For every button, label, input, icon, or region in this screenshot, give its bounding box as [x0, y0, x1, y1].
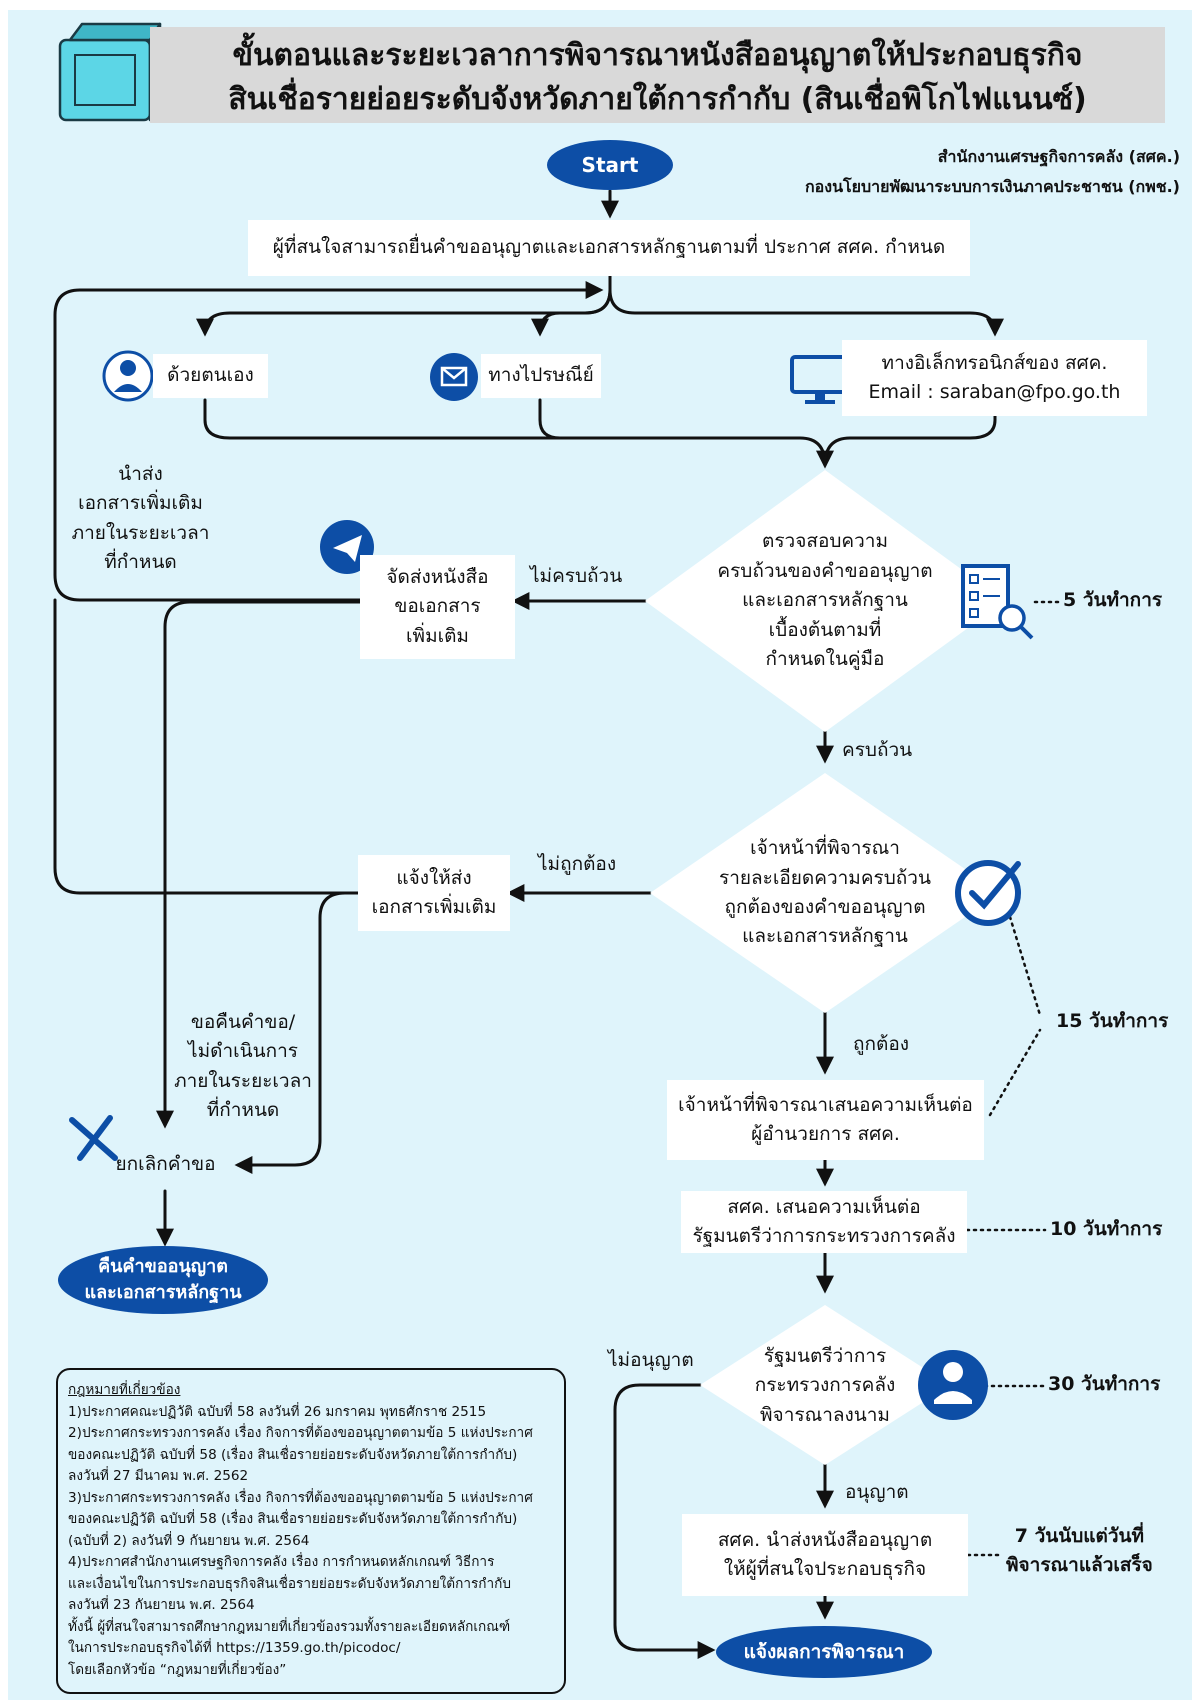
approved-label: อนุญาต — [845, 1481, 909, 1503]
incomplete-label: ไม่ครบถ้วน — [530, 565, 623, 587]
title-line-2: สินเชื่อรายย่อยระดับจังหวัดภายใต้การกำกั… — [228, 82, 1087, 117]
law-line: ของคณะปฏิวัติ ฉบับที่ 58 (เรื่อง สินเชื่… — [68, 1511, 518, 1527]
fpo-propose-line: รัฐมนตรีว่าการกระทรวงการคลัง — [692, 1225, 956, 1247]
law-line: โดยเลือกหัวข้อ “กฎหมายที่เกี่ยวข้อง” — [68, 1661, 287, 1678]
withdraw-line: ที่กำหนด — [206, 1099, 280, 1122]
withdraw-note: ขอคืนคำขอ/ ไม่ดำเนินการ ภายในระยะเวลา ที… — [168, 1008, 318, 1126]
correct-label: ถูกต้อง — [853, 1033, 910, 1055]
submit-more-line: เอกสารเพิ่มเติม — [78, 492, 203, 515]
user-icon — [102, 350, 154, 402]
request-docs-line: เพิ่มเติม — [406, 624, 469, 647]
law-line: ในการประกอบธุรกิจได้ที่ https://1359.go.… — [68, 1640, 401, 1656]
submit-step: ผู้ที่สนใจสามารถยื่นคำขออนุญาตและเอกสารห… — [248, 220, 970, 276]
law-line: (ฉบับที่ 2) ลงวันที่ 9 กันยายน พ.ศ. 2564 — [68, 1532, 310, 1549]
org-line-2: กองนโยบายพัฒนาระบบการเงินภาคประชาชน (กพช… — [804, 177, 1180, 196]
request-docs-box: จัดส่งหนังสือ ขอเอกสาร เพิ่มเติม — [360, 555, 515, 659]
law-line: ทั้งนี้ ผู้ที่สนใจสามารถศึกษากฎหมายที่เก… — [68, 1618, 511, 1635]
completeness-line: เบื้องต้นตามที่ — [768, 618, 882, 641]
fpo-propose-box: สศค. เสนอความเห็นต่อ รัฐมนตรีว่าการกระทร… — [681, 1191, 967, 1253]
title-band — [150, 27, 1165, 123]
completeness-diamond — [645, 470, 1005, 732]
law-line: 4)ประกาศสำนักงานเศรษฐกิจการคลัง เรื่อง ก… — [68, 1554, 495, 1570]
start-node: Start — [547, 140, 673, 190]
review-line: เจ้าหน้าที่พิจารณา — [750, 837, 900, 860]
officer-propose-line: ผู้อำนวยการ สศค. — [751, 1123, 900, 1145]
cancel-request: ยกเลิกคำขอ — [115, 1153, 216, 1176]
incorrect-label: ไม่ถูกต้อง — [538, 853, 617, 875]
review-line: ถูกต้องของคำขออนุญาต — [724, 896, 926, 918]
notify-docs-line: เอกสารเพิ่มเติม — [371, 896, 497, 918]
send-license-duration: 7 วันนับแต่วันที่ พิจารณาแล้วเสร็จ — [1006, 1522, 1153, 1581]
minister-diamond — [700, 1305, 950, 1465]
review-diamond — [650, 773, 1000, 1013]
request-docs-line: ขอเอกสาร — [394, 595, 481, 618]
return-docs-line: และเอกสารหลักฐาน — [84, 1282, 242, 1303]
law-line: 3)ประกาศกระทรวงการคลัง เรื่อง กิจการที่ต… — [68, 1489, 533, 1506]
minister-sign-text: รัฐมนตรีว่าการ กระทรวงการคลัง พิจารณาลงน… — [735, 1340, 915, 1432]
submit-more-line: ภายในระยะเวลา — [71, 521, 210, 544]
fpo-propose-duration: 10 วันทำการ — [1050, 1218, 1163, 1240]
cancel-x-icon — [69, 1115, 118, 1161]
return-docs-node: คืนคำขออนุญาต และเอกสารหลักฐาน — [58, 1246, 268, 1314]
channel-electronic-line1: ทางอิเล็กทรอนิกส์ของ สศค. — [881, 351, 1108, 374]
book-icon — [58, 22, 162, 122]
laws-box: กฎหมายที่เกี่ยวข้อง 1)ประกาศคณะปฏิวัติ ฉ… — [56, 1368, 566, 1694]
law-line: 2)ประกาศกระทรวงการคลัง เรื่อง กิจการที่ต… — [68, 1425, 533, 1441]
monitor-icon — [790, 355, 850, 404]
send-license-line: สศค. นำส่งหนังสืออนุญาต — [717, 1528, 933, 1551]
notify-result-node: แจ้งผลการพิจารณา — [716, 1626, 932, 1678]
channel-electronic: ทางอิเล็กทรอนิกส์ของ สศค. Email : saraba… — [842, 340, 1147, 416]
completeness-line: ตรวจสอบความ — [762, 530, 888, 553]
law-line: 1)ประกาศคณะปฏิวัติ ฉบับที่ 58 ลงวันที่ 2… — [68, 1403, 487, 1420]
title-line-1: ขั้นตอนและระยะเวลาการพิจารณาหนังสืออนุญา… — [232, 38, 1083, 73]
review-line: รายละเอียดความครบถ้วน — [719, 866, 931, 889]
org-line-1: สำนักงานเศรษฐกิจการคลัง (สศค.) — [937, 147, 1180, 166]
completeness-line: กำหนดในคู่มือ — [765, 648, 885, 671]
send-license-box: สศค. นำส่งหนังสืออนุญาต ให้ผู้ที่สนใจประ… — [682, 1514, 968, 1596]
law-line: ลงวันที่ 27 มีนาคม พ.ศ. 2562 — [68, 1468, 249, 1484]
minister-line: พิจารณาลงนาม — [760, 1403, 890, 1426]
send-license-line: ให้ผู้ที่สนใจประกอบธุรกิจ — [723, 1558, 927, 1580]
withdraw-line: ภายในระยะเวลา — [174, 1069, 312, 1092]
send-license-duration-line: พิจารณาแล้วเสร็จ — [1006, 1554, 1153, 1577]
channel-in-person: ด้วยตนเอง — [153, 354, 268, 398]
not-approved-label: ไม่อนุญาต — [608, 1349, 694, 1371]
officer-review-text: เจ้าหน้าที่พิจารณา รายละเอียดความครบถ้วน… — [700, 830, 950, 956]
request-docs-line: จัดส่งหนังสือ — [386, 565, 489, 588]
submit-more-line: นำส่ง — [118, 463, 163, 485]
law-line: ลงวันที่ 23 กันยายน พ.ศ. 2564 — [68, 1597, 255, 1613]
laws-heading: กฎหมายที่เกี่ยวข้อง — [68, 1382, 181, 1398]
withdraw-line: ขอคืนคำขอ/ — [190, 1011, 296, 1033]
notify-docs-line: แจ้งให้ส่ง — [396, 866, 472, 889]
completeness-check-text: ตรวจสอบความ ครบถ้วนของคำขออนุญาต และเอกส… — [695, 525, 955, 677]
mail-icon — [430, 353, 478, 401]
minister-line: รัฐมนตรีว่าการ — [763, 1344, 887, 1367]
fpo-propose-line: สศค. เสนอความเห็นต่อ — [727, 1195, 921, 1218]
check-circle-icon — [955, 860, 1021, 926]
minister-duration: 30 วันทำการ — [1048, 1373, 1161, 1395]
completeness-line: และเอกสารหลักฐาน — [742, 589, 908, 612]
review-duration: 15 วันทำการ — [1056, 1010, 1169, 1032]
channel-post: ทางไปรษณีย์ — [481, 354, 601, 398]
complete-label: ครบถ้วน — [842, 739, 913, 761]
officer-propose-box: เจ้าหน้าที่พิจารณาเสนอความเห็นต่อ ผู้อำน… — [667, 1080, 984, 1160]
notify-docs-box: แจ้งให้ส่ง เอกสารเพิ่มเติม — [358, 855, 510, 931]
review-line: และเอกสารหลักฐาน — [742, 925, 908, 948]
completeness-duration: 5 วันทำการ — [1063, 589, 1163, 611]
submit-more-line: ที่กำหนด — [104, 551, 177, 574]
return-docs-line: คืนคำขออนุญาต — [98, 1255, 228, 1277]
minister-line: กระทรวงการคลัง — [754, 1374, 896, 1397]
send-license-duration-line: 7 วันนับแต่วันที่ — [1014, 1525, 1145, 1547]
completeness-line: ครบถ้วนของคำขออนุญาต — [717, 559, 933, 582]
channel-electronic-email: Email : saraban@fpo.go.th — [868, 381, 1121, 403]
person-icon — [918, 1350, 988, 1420]
law-line: ของคณะปฏิวัติ ฉบับที่ 58 (เรื่อง สินเชื่… — [68, 1446, 518, 1463]
officer-propose-line: เจ้าหน้าที่พิจารณาเสนอความเห็นต่อ — [678, 1093, 973, 1116]
checklist-icon — [961, 564, 1034, 640]
withdraw-line: ไม่ดำเนินการ — [188, 1040, 298, 1063]
law-line: และเงื่อนไขในการประกอบธุรกิจสินเชื่อรายย… — [68, 1575, 512, 1592]
submit-more-note: นำส่ง เอกสารเพิ่มเติม ภายในระยะเวลา ที่ก… — [68, 460, 213, 578]
